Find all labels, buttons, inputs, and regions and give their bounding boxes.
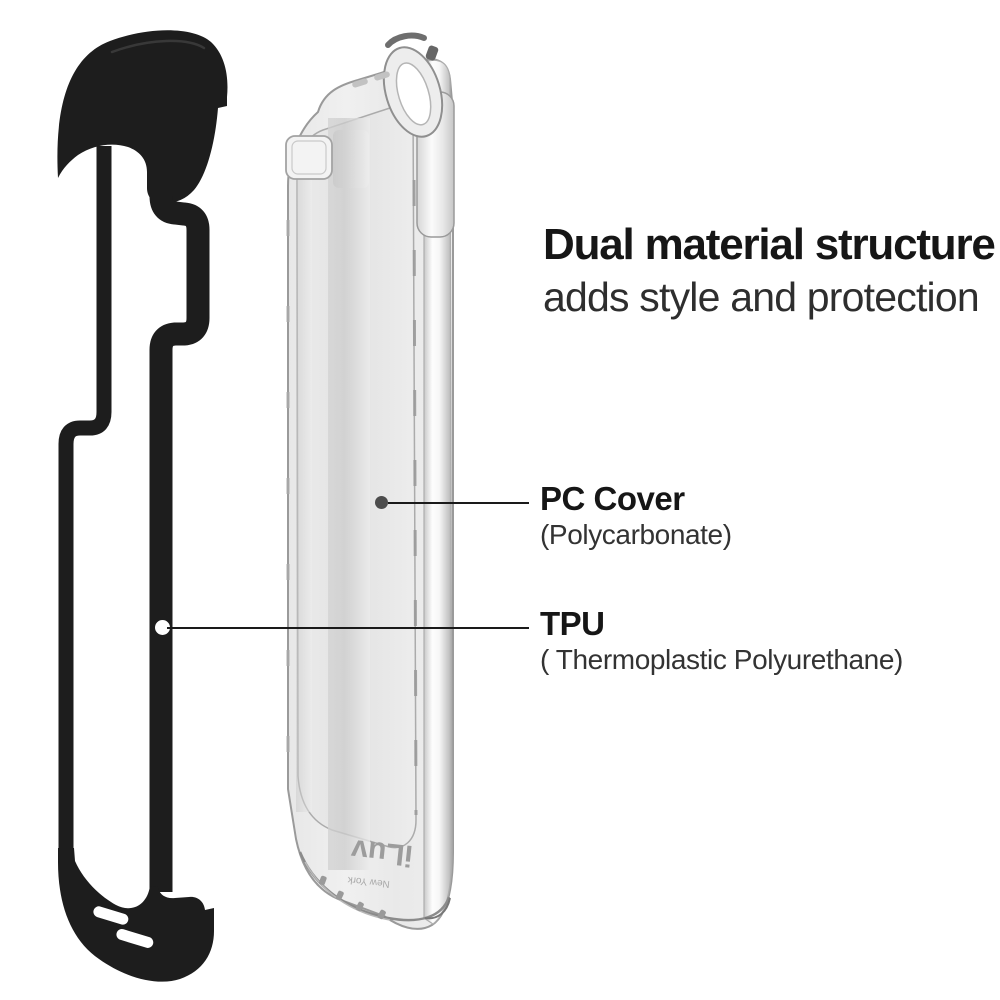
tpu-sublabel: ( Thermoplastic Polyurethane) xyxy=(540,643,903,675)
camera-cutout-ring xyxy=(382,46,444,138)
headline-title: Dual material structure xyxy=(543,220,996,269)
pc-shading-bar-left xyxy=(296,162,312,812)
headline-subtitle: adds style and protection xyxy=(543,273,980,320)
side-button-shadow xyxy=(333,130,369,188)
bumper-right-rail xyxy=(149,183,210,892)
tpu-label: TPU xyxy=(540,605,605,642)
pc-cover-illustration: iLuv New York xyxy=(285,32,455,930)
side-button-tab xyxy=(285,135,333,180)
side-button-tab-inner xyxy=(291,140,327,175)
pc-side-wall xyxy=(423,59,453,925)
pc-port-tooth xyxy=(355,901,364,912)
tpu-callout: TPU ( Thermoplastic Polyurethane) xyxy=(540,605,903,675)
pc-bottom-tip xyxy=(424,897,451,920)
bumper-arch-highlight xyxy=(110,39,206,54)
pc-port-tooth xyxy=(335,890,344,901)
bumper-top-arch xyxy=(57,30,228,204)
bumper-bottom xyxy=(58,848,214,982)
pc-cover-sublabel: (Polycarbonate) xyxy=(540,518,732,550)
speaker-slot xyxy=(93,906,129,925)
brand-tagline: New York xyxy=(346,874,390,889)
speaker-slot xyxy=(116,929,154,948)
pc-cover-label: PC Cover xyxy=(540,480,685,517)
top-button-mark xyxy=(352,78,368,88)
camera-ring-clip xyxy=(425,45,439,61)
tpu-bumper-illustration xyxy=(57,30,228,982)
headline: Dual material structure adds style and p… xyxy=(543,220,996,321)
pc-port-tooth xyxy=(377,909,386,920)
tpu-leader-line xyxy=(167,627,529,629)
pc-cover-callout: PC Cover (Polycarbonate) xyxy=(540,480,732,550)
pc-shading-bar xyxy=(328,118,370,870)
pc-port-tooth xyxy=(319,875,327,886)
brand-logo: iLuv xyxy=(349,833,414,872)
pc-cover-anchor-dot xyxy=(375,496,388,509)
tpu-anchor-dot xyxy=(155,620,170,635)
pc-cover-leader-line xyxy=(388,502,529,504)
top-button-mark-2 xyxy=(374,71,390,81)
bumper-left-rail xyxy=(58,146,112,858)
camera-ring-accent xyxy=(385,32,427,48)
